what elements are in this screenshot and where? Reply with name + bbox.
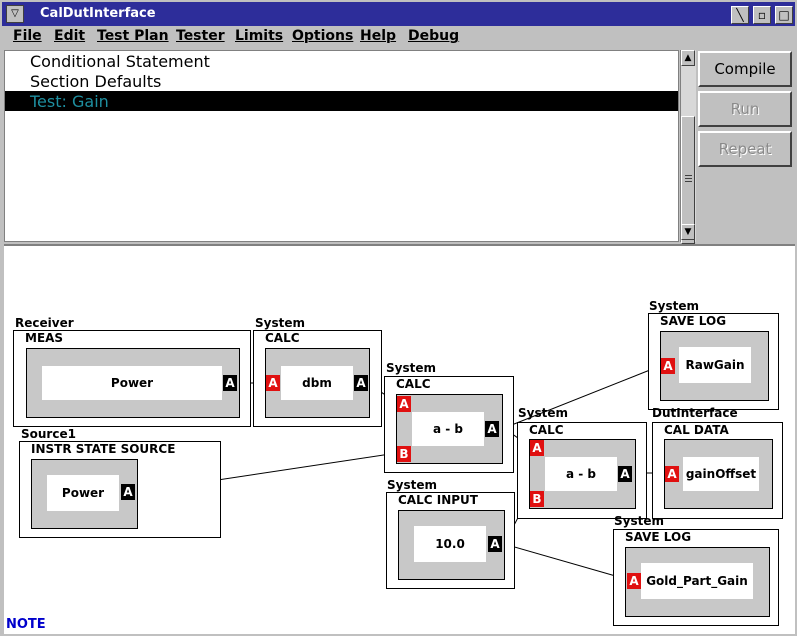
input-port-a[interactable]: A — [530, 440, 544, 456]
block-cal-data[interactable]: CAL DATA gainOffset A — [652, 422, 783, 519]
block-value: a - b — [412, 412, 484, 446]
block-value: a - b — [545, 457, 617, 491]
block-instr-state-source[interactable]: INSTR STATE SOURCE Power A — [19, 441, 221, 538]
output-port-a[interactable]: A — [485, 421, 499, 437]
output-port-a[interactable]: A — [488, 536, 502, 552]
list-scrollbar[interactable]: ▲ ▼ — [680, 50, 696, 244]
block-calc-dbm[interactable]: CALC dbm A A — [253, 330, 382, 427]
block-group-label: System — [649, 299, 699, 313]
list-item-test-gain[interactable]: Test: Gain — [30, 92, 109, 111]
block-type-label: SAVE LOG — [625, 530, 692, 544]
close-icon[interactable]: ╲ — [731, 6, 749, 24]
input-port-a[interactable]: A — [266, 375, 280, 391]
input-port-a[interactable]: A — [397, 396, 411, 412]
input-port-b[interactable]: B — [397, 446, 411, 462]
input-port-b[interactable]: B — [530, 491, 544, 507]
maximize-icon[interactable]: □ — [775, 6, 793, 24]
compile-button[interactable]: Compile — [698, 51, 792, 87]
title-bar[interactable]: ▽ CalDutInterface ╲ ▫ □ — [2, 2, 795, 26]
block-type-label: CALC — [529, 423, 564, 437]
menu-test-plan[interactable]: Test Plan — [97, 28, 169, 44]
block-calc-subtract[interactable]: CALC a - b A B A — [384, 376, 514, 473]
menu-bar: File Edit Test Plan Tester Limits Option… — [2, 26, 795, 48]
block-value: Gold_Part_Gain — [641, 563, 753, 599]
block-value: RawGain — [679, 347, 751, 383]
block-meas[interactable]: MEAS Power A — [13, 330, 251, 427]
block-group-label: System — [387, 478, 437, 492]
block-body: 10.0 — [398, 510, 505, 580]
block-value: dbm — [281, 366, 353, 400]
block-type-label: CALC — [265, 331, 300, 345]
output-port-a[interactable]: A — [618, 466, 632, 482]
block-group-label: System — [614, 514, 664, 528]
block-body: RawGain — [660, 331, 769, 401]
wire-calcinput-to-goldgain — [503, 543, 627, 580]
window-menu-icon[interactable]: ▽ — [6, 5, 24, 23]
block-save-log-gold-gain[interactable]: SAVE LOG Gold_Part_Gain A — [613, 529, 779, 626]
block-group-label: System — [386, 361, 436, 375]
scroll-down-icon[interactable]: ▼ — [681, 224, 695, 240]
selection-highlight — [5, 91, 678, 111]
input-port-a[interactable]: A — [627, 573, 641, 589]
note-label: NOTE — [6, 617, 46, 632]
menu-debug[interactable]: Debug — [408, 28, 460, 44]
wire-calc-to-rawgain — [503, 365, 661, 429]
block-group-label: System — [255, 316, 305, 330]
menu-file[interactable]: File — [13, 28, 42, 44]
block-body: gainOffset — [664, 439, 773, 509]
block-value: Power — [47, 475, 119, 511]
block-type-label: INSTR STATE SOURCE — [31, 442, 176, 456]
block-group-label: DutInterface — [652, 406, 738, 420]
block-type-label: MEAS — [25, 331, 64, 345]
block-group-label: System — [518, 406, 568, 420]
flow-canvas[interactable]: Receiver MEAS Power A System CALC dbm A … — [4, 244, 795, 634]
block-calc-subtract-2[interactable]: CALC a - b A B A — [517, 422, 647, 519]
block-value: Power — [42, 366, 222, 400]
output-port-a[interactable]: A — [121, 484, 135, 500]
menu-help[interactable]: Help — [360, 28, 397, 44]
block-value: gainOffset — [683, 457, 759, 491]
scrollbar-thumb[interactable] — [681, 116, 695, 244]
block-save-log-rawgain[interactable]: SAVE LOG RawGain A — [648, 313, 779, 410]
run-button[interactable]: Run — [698, 91, 792, 127]
menu-limits[interactable]: Limits — [235, 28, 284, 44]
menu-tester[interactable]: Tester — [176, 28, 225, 44]
block-type-label: CALC INPUT — [398, 493, 478, 507]
menu-edit[interactable]: Edit — [54, 28, 86, 44]
list-item-section-defaults[interactable]: Section Defaults — [30, 72, 162, 91]
output-port-a[interactable]: A — [223, 375, 237, 391]
repeat-button[interactable]: Repeat — [698, 131, 792, 167]
block-body: Power — [31, 459, 138, 529]
window-title: CalDutInterface — [40, 6, 156, 21]
block-type-label: CAL DATA — [664, 423, 729, 437]
block-group-label: Receiver — [15, 316, 74, 330]
menu-options[interactable]: Options — [292, 28, 354, 44]
minimize-icon[interactable]: ▫ — [753, 6, 771, 24]
block-group-label: Source1 — [21, 427, 76, 441]
block-type-label: SAVE LOG — [660, 314, 727, 328]
block-type-label: CALC — [396, 377, 431, 391]
block-value: 10.0 — [414, 526, 486, 562]
output-port-a[interactable]: A — [354, 375, 368, 391]
block-body: dbm — [265, 348, 370, 418]
scroll-up-icon[interactable]: ▲ — [681, 50, 695, 66]
block-calc-input[interactable]: CALC INPUT 10.0 A — [386, 492, 515, 589]
test-plan-list[interactable]: Conditional Statement Section Defaults T… — [4, 50, 679, 242]
block-body: Power — [26, 348, 240, 418]
block-body: Gold_Part_Gain — [625, 547, 770, 617]
input-port-a[interactable]: A — [665, 466, 679, 482]
input-port-a[interactable]: A — [661, 358, 675, 374]
list-item-conditional-statement[interactable]: Conditional Statement — [30, 52, 210, 71]
